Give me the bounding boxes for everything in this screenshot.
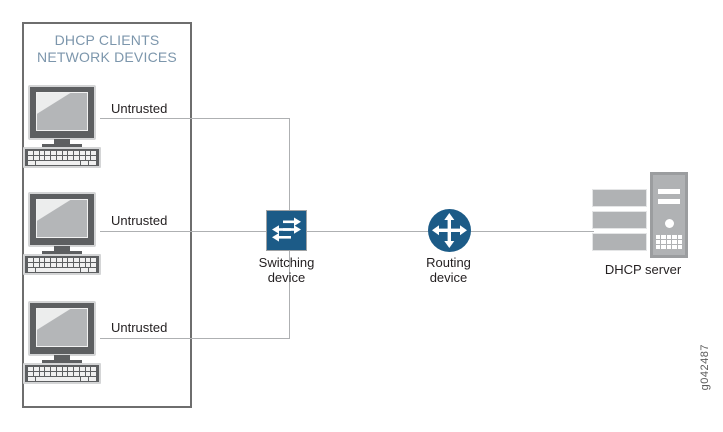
dhcp-clients-group-box (22, 22, 192, 408)
rack-unit (592, 189, 647, 207)
figure-id-watermark: g042487 (699, 344, 711, 391)
monitor-neck (54, 139, 70, 145)
keyboard-icon (23, 254, 101, 275)
tower-power-button-icon (665, 219, 674, 228)
link-client-2-to-switch (100, 231, 267, 232)
client-2-untrusted-label: Untrusted (111, 213, 168, 228)
keyboard-icon (23, 363, 101, 384)
monitor-screen (36, 92, 88, 131)
rack-unit (592, 211, 647, 229)
dhcp-clients-group-title: DHCP CLIENTS NETWORK DEVICES (37, 32, 177, 65)
routing-device-caption: Routing device (426, 255, 471, 285)
link-router-to-server (469, 231, 594, 232)
monitor-bezel (28, 301, 96, 356)
client-1-computer-icon (22, 85, 102, 168)
monitor-base (42, 360, 82, 363)
switching-device-caption: Switching device (258, 255, 315, 285)
monitor-base (42, 144, 82, 147)
monitor-neck (54, 355, 70, 361)
monitor-screen (36, 199, 88, 238)
link-client-3-to-switch (100, 338, 290, 339)
server-tower (650, 172, 688, 258)
keyboard-icon (23, 147, 101, 168)
monitor-base (42, 251, 82, 254)
dhcp-server-icon[interactable] (592, 172, 692, 258)
client-1-untrusted-label: Untrusted (111, 101, 168, 116)
client-3-computer-icon (22, 301, 102, 384)
rack-unit (592, 233, 647, 251)
link-client-1-to-switch (100, 118, 290, 119)
tower-drive-slot (658, 189, 680, 194)
tower-vent-grid (656, 235, 682, 249)
tower-drive-slot (658, 199, 680, 204)
monitor-bezel (28, 85, 96, 140)
link-trunk-lower (289, 250, 290, 339)
monitor-bezel (28, 192, 96, 247)
server-rack-stack (592, 189, 647, 251)
client-2-computer-icon (22, 192, 102, 275)
switch-icon[interactable] (266, 210, 307, 251)
link-switch-to-router (306, 231, 430, 232)
monitor-screen (36, 308, 88, 347)
client-3-untrusted-label: Untrusted (111, 320, 168, 335)
router-icon[interactable] (428, 209, 471, 252)
link-trunk-upper (289, 118, 290, 211)
monitor-neck (54, 246, 70, 252)
dhcp-server-caption: DHCP server (604, 262, 682, 277)
